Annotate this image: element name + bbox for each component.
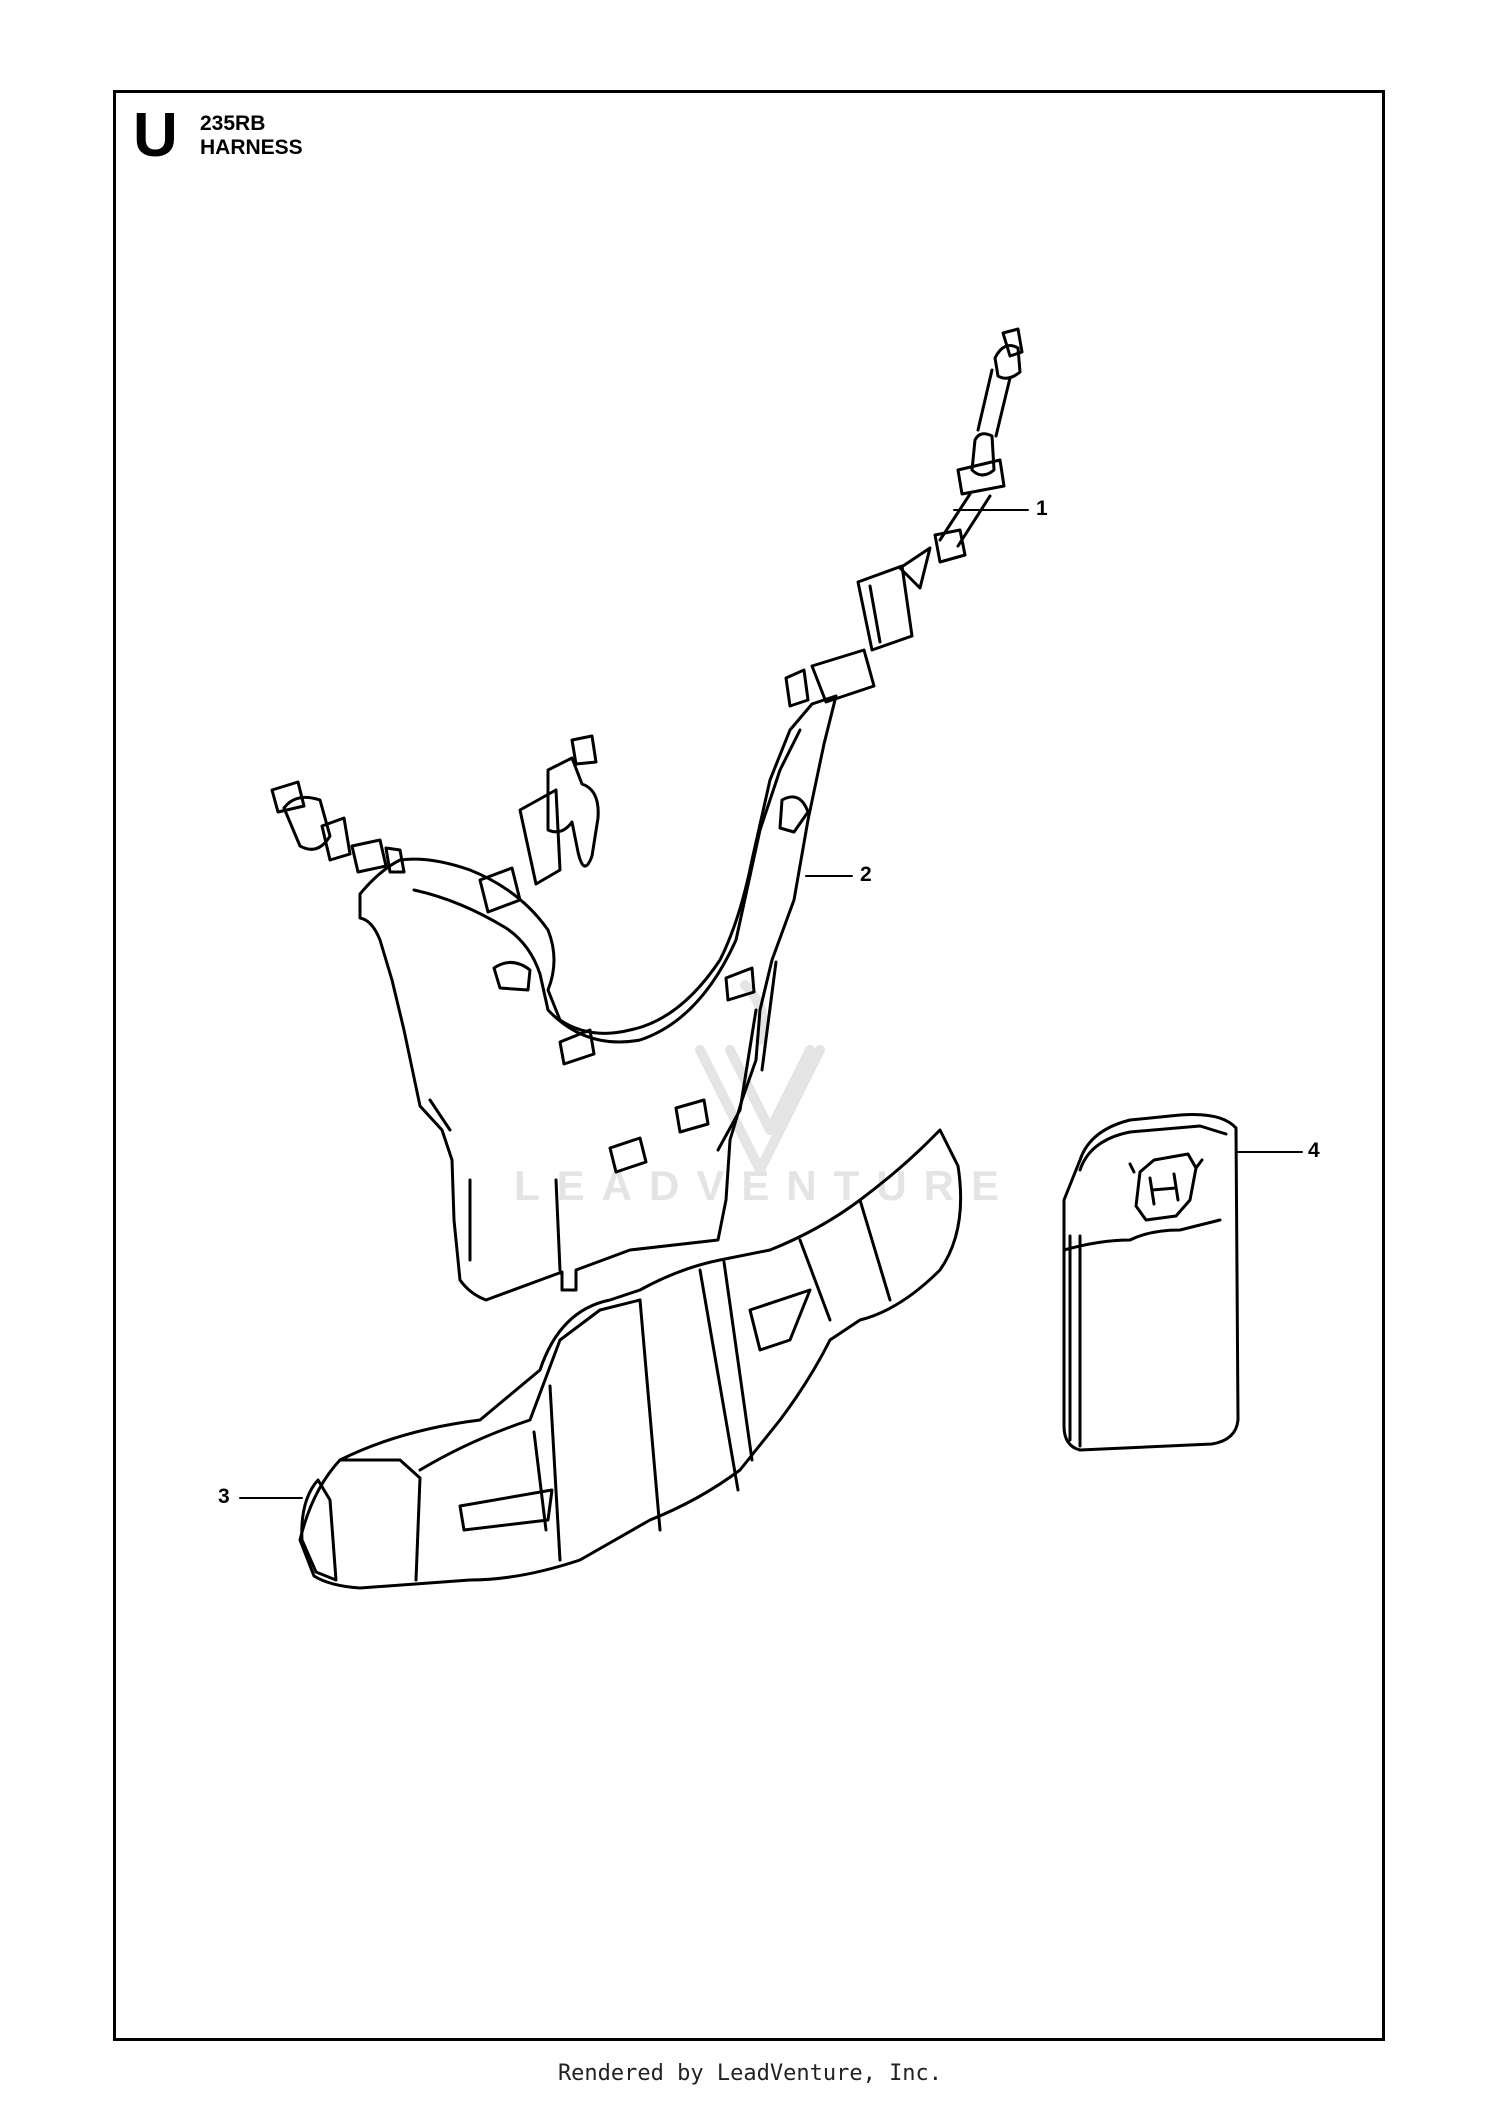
callout-3: 3 — [218, 1485, 230, 1508]
callout-leaders — [239, 509, 1303, 1499]
section-letter: U — [133, 101, 178, 170]
callout-2: 2 — [860, 863, 872, 886]
part-4-pad-cover — [1062, 1113, 1240, 1452]
callout-4: 4 — [1308, 1139, 1320, 1162]
diagram-frame — [113, 90, 1385, 2041]
diagram-title: HARNESS — [200, 136, 303, 159]
callout-1: 1 — [1036, 497, 1048, 520]
part-2-harness — [270, 694, 838, 1302]
part-1-strap — [784, 327, 1024, 708]
part-3-hip-pad — [298, 1128, 963, 1590]
model-number: 235RB — [200, 112, 266, 135]
footer-credit: Rendered by LeadVenture, Inc. — [557, 2061, 943, 2086]
